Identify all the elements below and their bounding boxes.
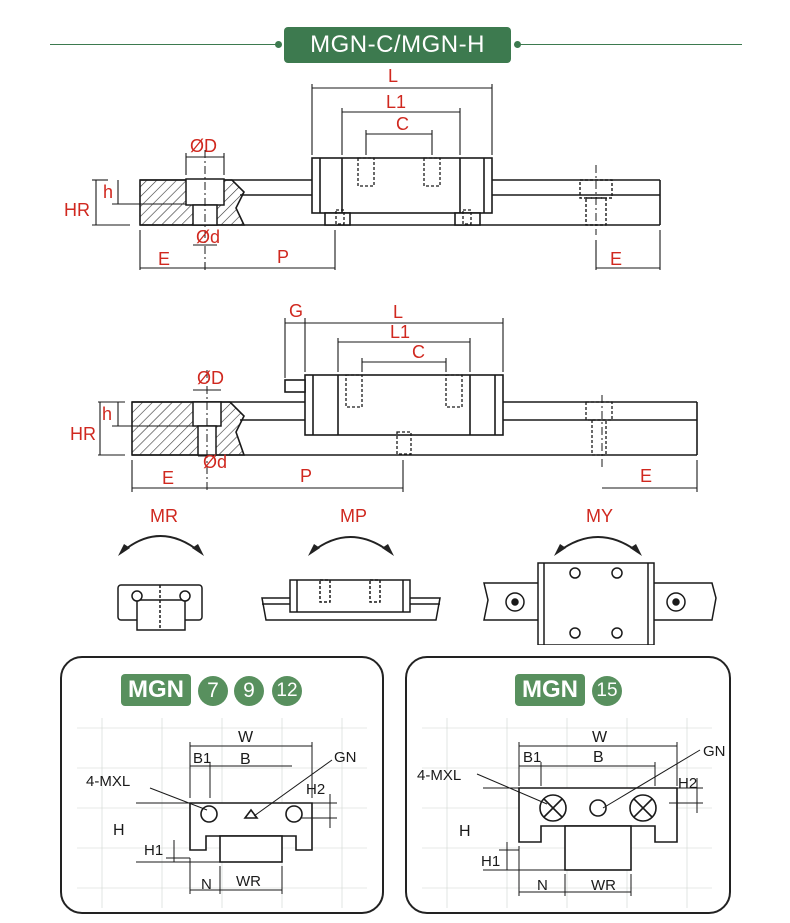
- dim-label-B1: B1: [523, 749, 541, 766]
- dim-label-P: P: [277, 247, 289, 267]
- dimension-labels: L L1 C ØD h HR Ød E P E: [64, 66, 622, 269]
- size-badge-9: 9: [234, 676, 264, 706]
- dim-label-WR: WR: [236, 873, 261, 890]
- header-dot-right: [514, 41, 521, 48]
- dim-label-G: G: [289, 301, 303, 321]
- header-rule-left: [50, 44, 278, 45]
- dim-label-H1: H1: [481, 853, 500, 870]
- dimension-labels: W B1 B GN 4-MXL H2 H H1 N WR: [417, 729, 726, 894]
- dim-label-L: L: [388, 66, 398, 86]
- dim-label-L: L: [393, 302, 403, 322]
- dim-label-GN: GN: [703, 743, 726, 760]
- dim-label-W: W: [238, 729, 254, 746]
- dim-label-h: h: [103, 182, 113, 202]
- series-badge: MGN: [515, 674, 585, 706]
- moment-label-mr: MR: [150, 506, 178, 526]
- dim-label-MXL: 4-MXL: [417, 767, 461, 784]
- block-outline: [311, 157, 493, 226]
- dim-label-E-left: E: [158, 249, 170, 269]
- dim-label-D: ØD: [197, 368, 224, 388]
- dim-label-E-left: E: [162, 468, 174, 488]
- dim-label-H2: H2: [678, 775, 697, 792]
- dim-label-H2: H2: [306, 781, 325, 798]
- mid-side-view-diagram: G L L1 C ØD h HR Ød E P E: [70, 301, 698, 492]
- cross-section-small: W B1 B GN 4-MXL H2 H H1 N WR: [77, 718, 367, 908]
- dim-label-L1: L1: [386, 92, 406, 112]
- dim-label-C: C: [412, 342, 425, 362]
- dim-label-B: B: [593, 749, 604, 766]
- my-rotation-arrow: [557, 536, 639, 553]
- dim-label-h: h: [102, 404, 112, 424]
- dim-label-N: N: [537, 877, 548, 894]
- size-badge-12: 12: [272, 676, 302, 706]
- dim-label-H1: H1: [144, 842, 163, 859]
- dim-label-d: Ød: [203, 452, 227, 472]
- dim-label-W: W: [592, 729, 608, 746]
- mp-side-view: [261, 579, 441, 621]
- mr-rotation-arrow: [121, 535, 201, 553]
- dim-label-P: P: [300, 466, 312, 486]
- size-badge-15: 15: [592, 676, 622, 706]
- block-tapped-holes: [345, 374, 613, 456]
- dim-label-E-right: E: [610, 249, 622, 269]
- dim-label-N: N: [201, 876, 212, 893]
- moment-diagrams: MR MP MY: [117, 506, 717, 645]
- dim-label-D: ØD: [190, 136, 217, 156]
- dim-label-WR: WR: [591, 877, 616, 894]
- dim-label-B1: B1: [193, 750, 211, 767]
- dim-label-d: Ød: [196, 227, 220, 247]
- block-outline: [284, 374, 504, 436]
- dim-label-H: H: [113, 822, 125, 839]
- top-side-view-diagram: L L1 C ØD h HR Ød E P E: [64, 66, 661, 270]
- mp-rotation-arrow: [311, 536, 391, 553]
- header-rule-right: [520, 44, 742, 45]
- block-section: [189, 802, 313, 863]
- header-dot-left: [275, 41, 282, 48]
- dim-label-E-right: E: [640, 466, 652, 486]
- dim-label-HR: HR: [64, 200, 90, 220]
- dim-label-GN: GN: [334, 749, 357, 766]
- dimension-labels: G L L1 C ØD h HR Ød E P E: [70, 301, 652, 488]
- page-title: MGN-C/MGN-H: [284, 27, 511, 63]
- dim-label-HR: HR: [70, 424, 96, 444]
- dimension-lines: [98, 318, 698, 492]
- moment-label-mp: MP: [340, 506, 367, 526]
- size-badge-7: 7: [198, 676, 228, 706]
- block-section: [518, 787, 678, 871]
- dimension-lines: [476, 742, 703, 896]
- dim-label-B: B: [240, 751, 251, 768]
- dim-label-L1: L1: [390, 322, 410, 342]
- cross-section-large: W B1 B GN 4-MXL H2 H H1 N WR: [417, 718, 726, 908]
- dimension-labels: W B1 B GN 4-MXL H2 H H1 N WR: [86, 729, 357, 893]
- dim-label-MXL: 4-MXL: [86, 773, 130, 790]
- rail-section-hatch: [131, 401, 246, 456]
- series-badge: MGN: [121, 674, 191, 706]
- dimension-lines: [92, 84, 661, 270]
- panel-mgn-7-9-12: MGN 7 9 12: [60, 656, 384, 914]
- panel-mgn-15: MGN 15: [405, 656, 731, 914]
- my-top-view: [483, 562, 717, 645]
- mr-end-view: [117, 584, 203, 631]
- moment-label-my: MY: [586, 506, 613, 526]
- dimension-lines: [136, 742, 337, 894]
- dim-label-C: C: [396, 114, 409, 134]
- dim-label-H: H: [459, 823, 471, 840]
- block-tapped-holes: [335, 157, 472, 225]
